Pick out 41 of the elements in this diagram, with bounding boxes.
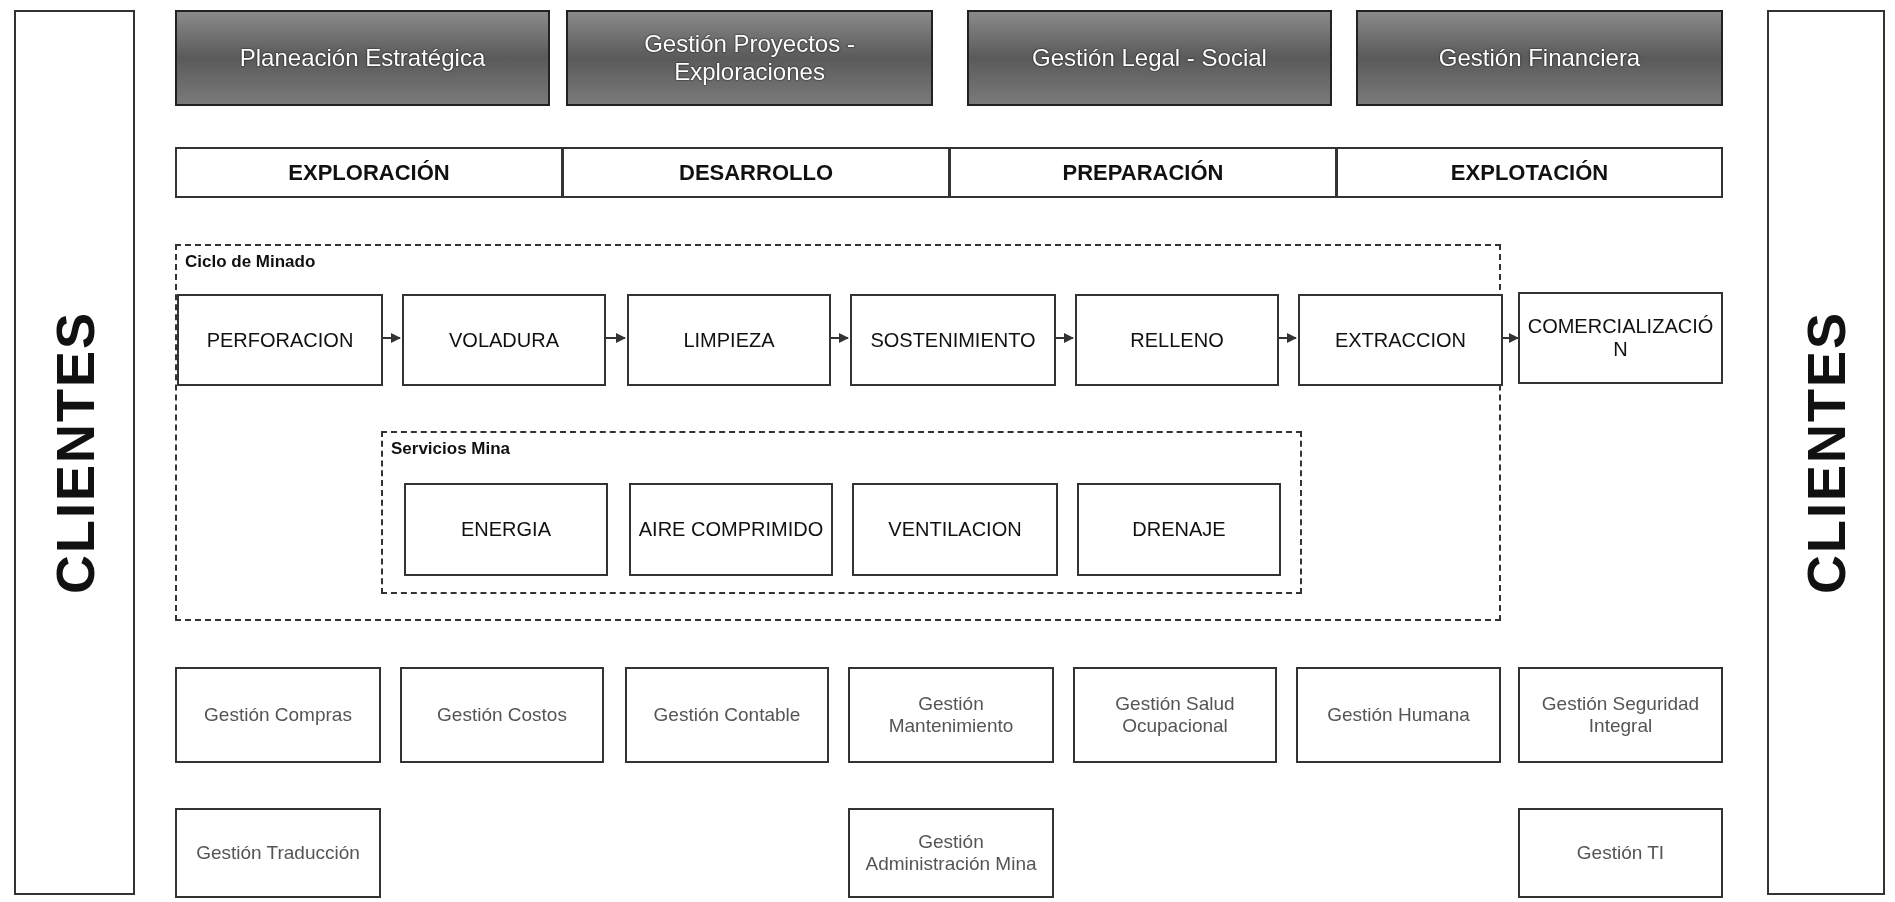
support-box: Gestión Humana <box>1296 667 1501 763</box>
support-box: Gestión Compras <box>175 667 381 763</box>
side-panel: CLIENTES <box>1767 10 1885 895</box>
arrow <box>828 333 849 343</box>
side-panel: CLIENTES <box>14 10 135 895</box>
arrow <box>603 333 626 343</box>
support-box: Gestión Administración Mina <box>848 808 1054 898</box>
service-box: VENTILACION <box>852 483 1058 576</box>
management-box: Gestión Proyectos - Exploraciones <box>566 10 933 106</box>
management-box: Planeación Estratégica <box>175 10 550 106</box>
phase-cell: DESARROLLO <box>562 147 950 198</box>
service-box: AIRE COMPRIMIDO <box>629 483 833 576</box>
process-box: EXTRACCION <box>1298 294 1503 386</box>
arrow <box>380 333 401 343</box>
process-box: COMERCIALIZACIÓN <box>1518 292 1723 384</box>
support-box: Gestión TI <box>1518 808 1723 898</box>
phase-cell: EXPLORACIÓN <box>175 147 563 198</box>
process-box: VOLADURA <box>402 294 606 386</box>
arrow <box>1500 333 1519 343</box>
process-box: RELLENO <box>1075 294 1279 386</box>
support-box: Gestión Salud Ocupacional <box>1073 667 1277 763</box>
arrow <box>1053 333 1074 343</box>
support-box: Gestión Seguridad Integral <box>1518 667 1723 763</box>
process-box: LIMPIEZA <box>627 294 831 386</box>
management-box: Gestión Financiera <box>1356 10 1723 106</box>
arrow <box>1276 333 1297 343</box>
process-box: PERFORACION <box>177 294 383 386</box>
management-box: Gestión Legal - Social <box>967 10 1332 106</box>
process-box: SOSTENIMIENTO <box>850 294 1056 386</box>
support-box: Gestión Mantenimiento <box>848 667 1054 763</box>
service-box: ENERGIA <box>404 483 608 576</box>
group-frame <box>175 244 1501 621</box>
group-title: Servicios Mina <box>391 439 511 459</box>
phase-cell: PREPARACIÓN <box>949 147 1337 198</box>
support-box: Gestión Traducción <box>175 808 381 898</box>
support-box: Gestión Costos <box>400 667 604 763</box>
phase-cell: EXPLOTACIÓN <box>1336 147 1723 198</box>
group-frame <box>381 431 1302 594</box>
service-box: DRENAJE <box>1077 483 1281 576</box>
group-title: Ciclo de Minado <box>185 252 316 272</box>
support-box: Gestión Contable <box>625 667 829 763</box>
